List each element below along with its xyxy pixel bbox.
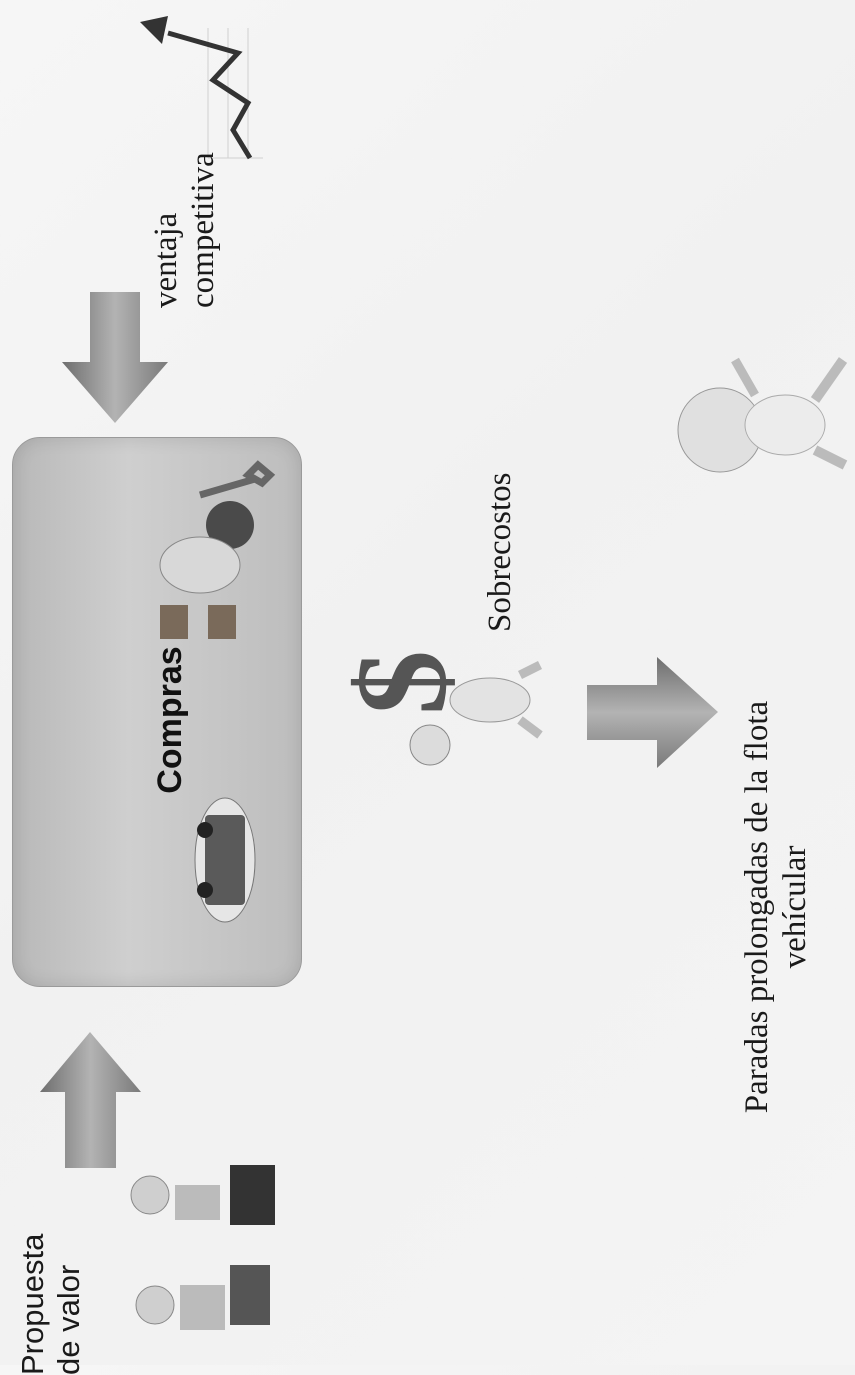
box-label: Compras: [151, 646, 189, 794]
propuesta-line2: de valor: [51, 1264, 86, 1375]
ventaja-label: ventaja competitiva: [148, 58, 222, 308]
people-at-desks-icon: [120, 1160, 280, 1355]
ventaja-line1: ventaja: [148, 212, 184, 308]
propuesta-line1: Propuesta: [15, 1233, 50, 1375]
mechanic-icon: [130, 455, 280, 645]
ventaja-line2: competitiva: [185, 152, 221, 308]
trend-up-chart-icon: [138, 8, 266, 163]
propuesta-label: Propuesta de valor: [15, 1195, 89, 1375]
arrow-up-icon: [38, 1030, 143, 1170]
person-with-dollar-icon: $: [330, 605, 545, 770]
stressed-person-icon: [665, 340, 850, 485]
svg-text:$: $: [335, 650, 474, 715]
paradas-line1: Paradas prolongadas de la flota: [739, 700, 775, 1114]
truck-icon: [185, 790, 265, 930]
sobrecostos-label: Sobrecostos: [482, 472, 518, 633]
arrow-right-icon: [585, 655, 720, 770]
arrow-down-icon: [60, 290, 170, 425]
paradas-label: Paradas prolongadas de la flota vehícula…: [738, 677, 813, 1137]
paradas-line2: vehícular: [777, 845, 813, 969]
